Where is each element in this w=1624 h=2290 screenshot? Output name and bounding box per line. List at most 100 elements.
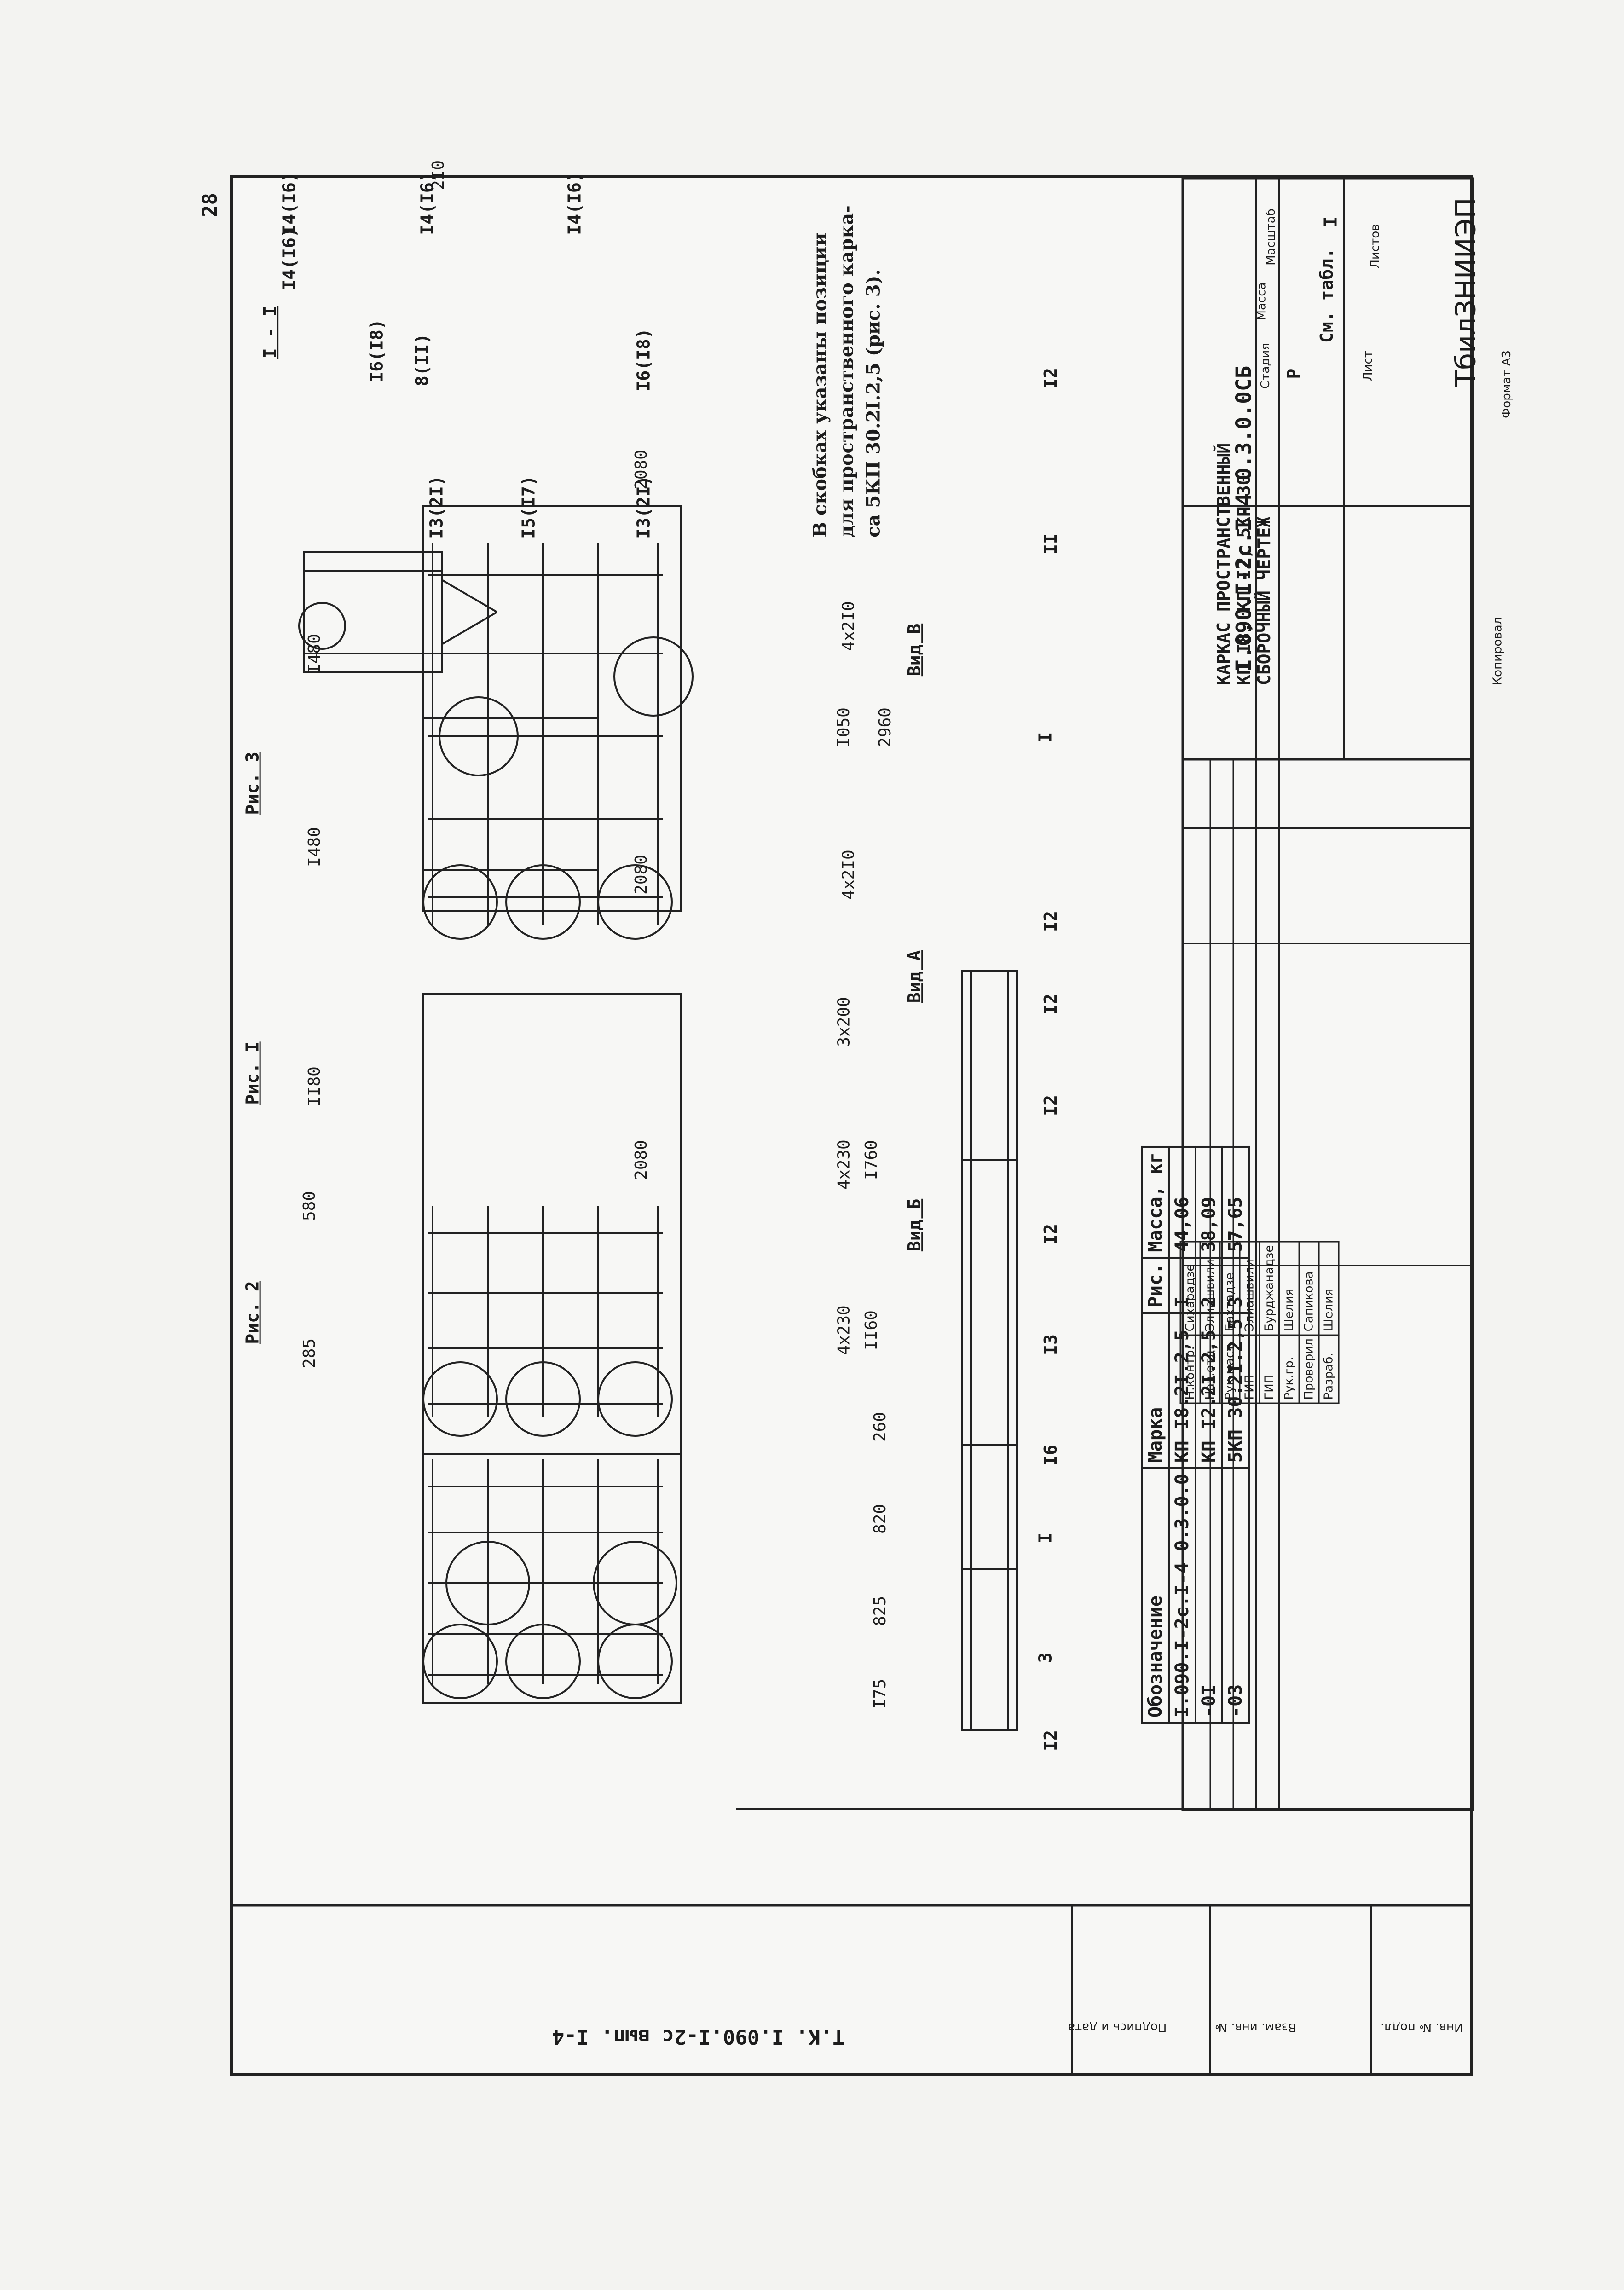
table-row: Нач.отд.Элиашвили [1200, 1241, 1220, 1404]
viewV-mark: I2 [1040, 911, 1061, 932]
side-col-label: Подпись и дата [1068, 2020, 1167, 2034]
table-cell: I.090.I-2с.I-4 0.3.0.0 [1168, 1468, 1196, 1723]
section-mark: I4(I6) [279, 227, 300, 290]
side-stamp: Т.К. I.090.I-2с вып. I-4 [552, 2025, 845, 2048]
format-label: Формат А3 [1500, 350, 1514, 419]
table-cell: Элиашвили [1240, 1241, 1260, 1335]
table-cell: Разраб. [1319, 1335, 1339, 1404]
table-header: Масса, кг [1142, 1147, 1169, 1258]
table-cell: Сихарадзе [1180, 1241, 1201, 1335]
fig1-dim-top: 580 [300, 1191, 319, 1221]
fig3-title: Рис. 3 [242, 752, 263, 815]
scale-label: Масштаб [1264, 208, 1278, 266]
stage-label: Стадия [1258, 343, 1272, 389]
page-number: 28 [198, 193, 222, 217]
fig1-grid [422, 1459, 677, 1699]
viewV-mark: I [1035, 732, 1056, 743]
viewB-mark: I2 [1040, 994, 1061, 1015]
viewA-mark: I [1035, 1532, 1056, 1544]
table-header: Марка [1142, 1313, 1169, 1469]
fig2-vert-dim: 2080 [631, 1140, 651, 1180]
section-mark: I4(I6) [279, 172, 300, 235]
table-row: Рук.гр.Шелия [1279, 1241, 1300, 1404]
title-line: КАРКАС ПРОСТРАНСТВЕННЫЙ [1214, 443, 1234, 686]
viewA-mark: 3 [1035, 1652, 1056, 1663]
table-header-row: Обозначение Марка Рис. Масса, кг [1142, 1147, 1169, 1723]
fig3-dim-bottom: 4х2I0 [839, 850, 858, 900]
note-line: В скобках указаны позиции [809, 232, 831, 538]
fig3-dim-bottom: 2960 [875, 707, 895, 747]
fig1-side-dim: 820 [871, 1504, 890, 1534]
section-mark: I4(I6) [417, 172, 438, 235]
section-mark: I5(I7) [518, 475, 539, 539]
spec-table-container: Обозначение Марка Рис. Масса, кг I.090.I… [1141, 1146, 1250, 1724]
stage-value: Р [1283, 368, 1304, 379]
table-cell: Шелия [1319, 1241, 1339, 1335]
fig1-dim-bottom: 4х230 [834, 1139, 854, 1190]
note-line: для пространственного карка- [836, 205, 858, 538]
table-cell: Нач.отд. [1200, 1335, 1220, 1404]
side-col-label: Взам. инв. № [1215, 2020, 1296, 2034]
note-line: са 5КП 30.2I.2,5 (рис. 3). [862, 269, 884, 538]
table-cell: Н.контр. [1180, 1335, 1201, 1404]
section-mark: I4(I6) [564, 172, 585, 235]
fig2-dim-bottom: II60 [861, 1310, 881, 1350]
note-block: В скобках указаны позиции для пространст… [807, 205, 887, 537]
section-mark: I6(I8) [366, 319, 387, 382]
section-mark: 8(II) [412, 333, 433, 387]
sheet-label: Лист [1361, 351, 1375, 381]
fig1-side-dim: 825 [871, 1596, 890, 1626]
table-cell: Бурджанадзе [1260, 1241, 1280, 1335]
signature-table-container: Н.контр.Сихарадзе Нач.отд.Элиашвили Рук.… [1180, 1241, 1340, 1404]
table-cell: Бахтадзе [1220, 1241, 1240, 1335]
mass-label: Масса [1254, 282, 1269, 321]
viewA-title: Вид А [904, 950, 925, 1003]
fig1-side-dim: I75 [871, 1678, 890, 1709]
title-line: СБОРОЧНЫЙ ЧЕРТЕЖ [1254, 517, 1275, 686]
table-row: Н.контр.Сихарадзе [1180, 1241, 1201, 1404]
fig3-dim-bottom: 4х2I0 [839, 601, 858, 651]
fig2-grid [422, 1206, 673, 1437]
table-header: Обозначение [1142, 1468, 1169, 1723]
fig2-dim-top: 285 [300, 1338, 319, 1369]
title-block-name: КАРКАС ПРОСТРАНСТВЕННЫЙ КП I8, КП I2, 5К… [1214, 443, 1274, 685]
title-block-grid [1209, 759, 1234, 1810]
viewA-mark: I6 [1040, 1445, 1061, 1466]
table-cell: ГИП [1240, 1335, 1260, 1404]
fig1-dim-top: II80 [305, 1066, 324, 1106]
section-mark: I6(I8) [633, 328, 654, 392]
fig2-title: Рис. 2 [242, 1281, 263, 1344]
viewV-title: Вид В [904, 623, 925, 677]
copied-label: Копировал [1491, 617, 1505, 686]
table-cell: ГИП [1260, 1335, 1280, 1404]
table-row: Разраб.Шелия [1319, 1241, 1339, 1404]
viewA-mark: I2 [1040, 1224, 1061, 1245]
table-cell: Рук.гр. [1279, 1335, 1300, 1404]
section-I-I [298, 551, 498, 673]
section-mark: I3(2I) [633, 475, 654, 539]
mass-value: См. табл. [1316, 248, 1337, 343]
table-cell: -0I [1195, 1468, 1222, 1723]
org-name: ТбилЗНИИЭП [1450, 197, 1482, 387]
section-mark: I3(2I) [426, 475, 447, 539]
viewV-mark: I2 [1040, 368, 1061, 389]
table-cell: Проверил [1299, 1335, 1319, 1404]
side-col-label: Инв. № подл. [1381, 2020, 1463, 2034]
table-cell: Рук.маст [1220, 1335, 1240, 1404]
table-header: Рис. [1142, 1257, 1169, 1313]
fig1-dim-bottom: I760 [861, 1140, 881, 1180]
fig1-title: Рис. I [242, 1041, 263, 1105]
viewB-title: Вид Б [904, 1198, 925, 1252]
fig3-dim-top: I480 [305, 827, 324, 867]
fig2-dim-bottom: 4х230 [834, 1305, 854, 1355]
views-beams [961, 970, 1018, 1731]
fig3-dim-bottom: I050 [834, 707, 853, 747]
viewA-mark: I3 [1040, 1334, 1061, 1355]
sheets-label: Листов [1368, 224, 1382, 269]
viewA-mark: I2 [1040, 1730, 1061, 1751]
fig3-dim-top: I480 [305, 634, 324, 674]
